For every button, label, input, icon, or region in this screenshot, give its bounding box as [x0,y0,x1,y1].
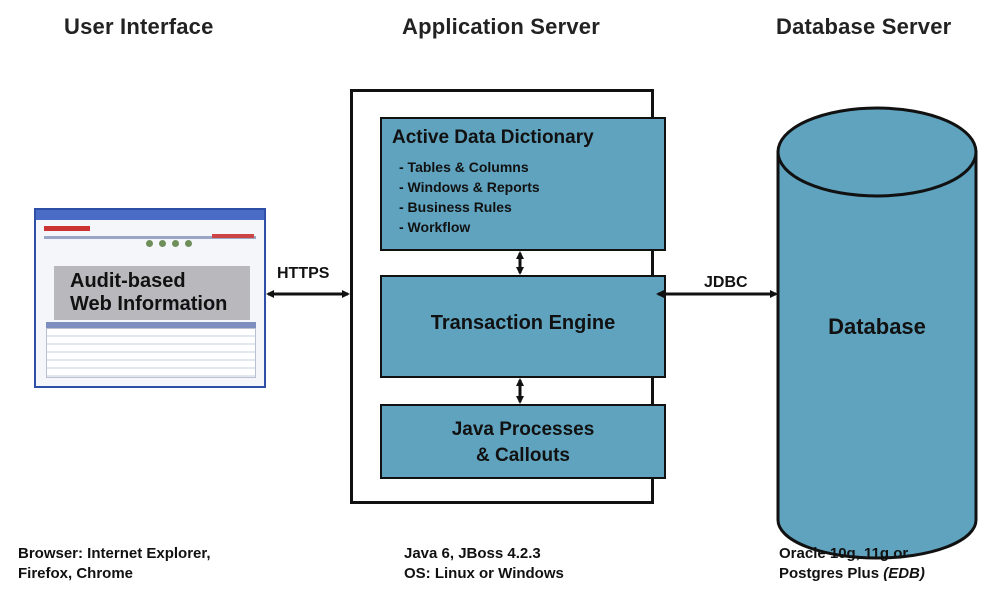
server-req-line-2: OS: Linux or Windows [404,565,564,582]
list-item: - Business Rules [399,199,512,215]
database-label: Database [828,314,926,339]
data-grid [46,328,256,378]
browser-screenshot [34,208,266,388]
java-processes-box [380,404,666,479]
list-item: - Windows & Reports [399,179,540,195]
db-req-line-2: Postgres Plus (EDB) [779,564,925,584]
db-req-edb: (EDB) [883,565,925,582]
active-data-dictionary-box [380,117,666,251]
browser-title-bar [36,210,264,220]
java-processes-label: Java Processes & Callouts [380,417,666,469]
list-item: - Tables & Columns [399,159,529,175]
server-requirements: Java 6, JBoss 4.2.3 OS: Linux or Windows [404,544,564,584]
application-server-heading: Application Server [402,14,600,39]
database-cylinder [776,106,978,560]
app-logo [44,226,90,231]
browser-requirements: Browser: Internet Explorer, Firefox, Chr… [18,544,211,584]
java-processes-line-2: & Callouts [476,445,570,466]
browser-toolbar [44,236,256,239]
list-item: - Workflow [399,219,471,235]
db-req-line-1: Oracle 10g, 11g or [779,545,909,562]
browser-req-line-2: Firefox, Chrome [18,565,134,582]
banner-line-1: Audit-based [70,270,186,292]
cylinder-body [776,150,978,560]
https-label: HTTPS [277,265,330,282]
user-interface-heading: User Interface [64,14,214,39]
server-req-line-1: Java 6, JBoss 4.2.3 [404,545,541,562]
banner-line-2: Web Information [70,293,228,315]
browser-req-line-1: Browser: Internet Explorer, [18,545,211,562]
db-req-prefix: Postgres Plus [779,565,884,582]
jdbc-label: JDBC [704,274,748,291]
data-dictionary-list: - Tables & Columns - Windows & Reports -… [399,157,540,237]
database-requirements: Oracle 10g, 11g or Postgres Plus (EDB) [779,544,925,584]
grid-header [46,322,256,328]
java-processes-line-1: Java Processes [451,419,595,440]
header-links [212,234,254,238]
cylinder-top [776,106,978,198]
audit-web-info-banner: Audit-based Web Information [54,266,250,320]
transaction-engine-box [380,275,666,378]
database-server-heading: Database Server [776,14,952,39]
transaction-engine-label: Transaction Engine [430,312,616,334]
active-data-dictionary-title: Active Data Dictionary [392,127,594,148]
toolbar-icons [146,234,206,247]
